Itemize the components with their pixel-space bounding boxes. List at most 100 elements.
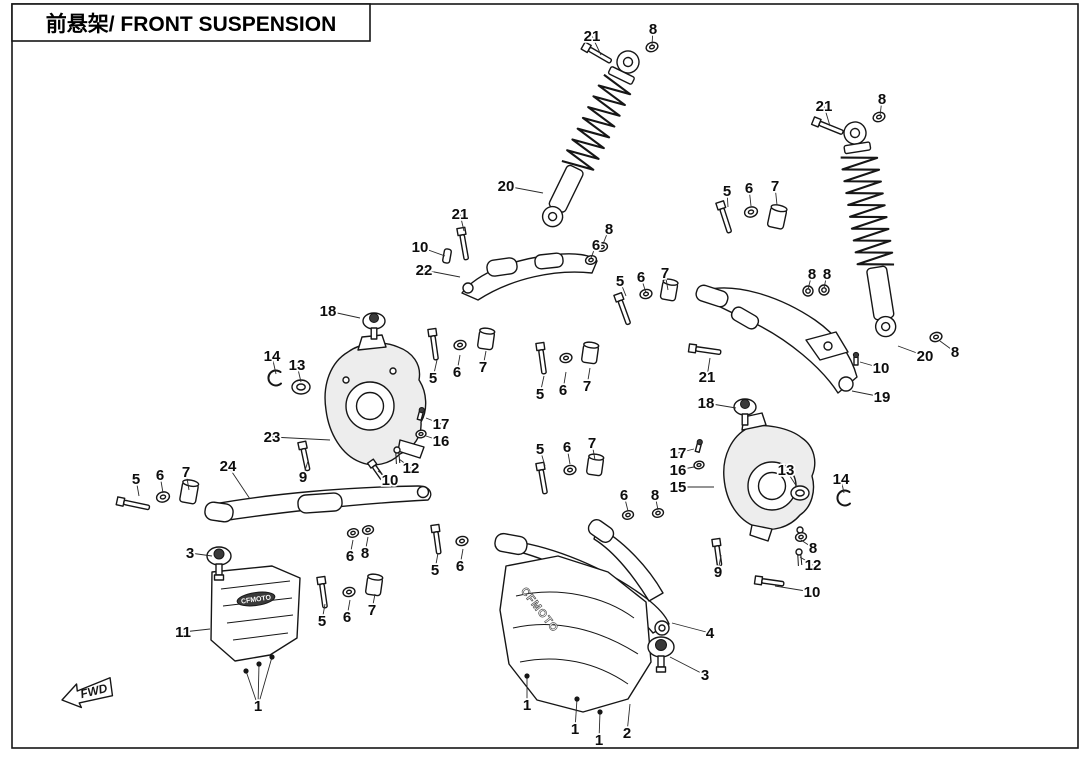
leader-line: [706, 357, 711, 378]
shock-top-eyelet-hole: [622, 56, 634, 68]
callout-5: 5: [536, 441, 544, 458]
leader-line: [245, 670, 259, 707]
washer: [794, 532, 808, 542]
leader-line: [939, 340, 956, 353]
leader-line: [591, 35, 602, 56]
shock-absorber-right: [840, 121, 897, 338]
shock-bottom-eyelet-hole: [547, 211, 558, 222]
mount-hole: [416, 485, 430, 499]
fastener-dot: [269, 654, 275, 660]
leader-line: [897, 345, 926, 357]
ball-stud: [657, 655, 665, 668]
callout-12: 12: [403, 460, 420, 477]
hub-bushing: [291, 379, 311, 395]
leader-line: [677, 466, 695, 471]
washer: [743, 206, 759, 218]
leader-line: [562, 371, 567, 391]
callout-6: 6: [456, 558, 464, 575]
fastener-dot: [524, 673, 530, 679]
ball-joint-upper-left: [362, 312, 386, 340]
hub-bore-inner: [757, 471, 787, 501]
callout-5: 5: [723, 183, 731, 200]
callout-1: 1: [254, 698, 262, 715]
bolt: [715, 200, 732, 234]
fastener-dot: [574, 696, 580, 702]
bolt: [456, 226, 469, 261]
callout-7: 7: [182, 464, 190, 481]
tab-hole: [823, 341, 833, 351]
callout-7: 7: [588, 435, 596, 452]
callout-6: 6: [453, 364, 461, 381]
callout-14: 14: [264, 348, 281, 365]
callout-9: 9: [299, 469, 307, 486]
callout-3: 3: [186, 545, 194, 562]
nut: [802, 285, 814, 297]
bolt: [535, 341, 547, 375]
leader-line: [840, 478, 845, 494]
brand-text: CFMOTO: [241, 594, 272, 605]
leader-line: [586, 367, 591, 387]
callout-7: 7: [771, 178, 779, 195]
bolt: [427, 327, 439, 361]
pivot-sleeve: [730, 306, 760, 330]
leader-line: [456, 354, 461, 373]
callout-13: 13: [289, 357, 306, 374]
arm-tube-section: [297, 492, 343, 514]
washer: [584, 255, 598, 265]
brand-badge-oval: [236, 591, 276, 607]
bolt: [430, 523, 442, 555]
callout-16: 16: [433, 433, 450, 450]
bushing: [659, 278, 679, 302]
washer: [645, 41, 659, 53]
ball-joint-lower-front: [647, 636, 675, 673]
leader-line: [774, 185, 778, 206]
washer: [559, 352, 573, 364]
callout-15: 15: [670, 479, 687, 496]
damper-body: [866, 265, 895, 321]
leader-line: [859, 361, 882, 369]
fwd-arrow-outline: [61, 677, 114, 709]
callout-6: 6: [745, 180, 753, 197]
callout-24: 24: [220, 458, 237, 475]
ball-stud-head: [213, 548, 225, 560]
leader-line: [327, 310, 361, 319]
ball-joint-plate-hole: [658, 624, 666, 632]
leader-line: [346, 599, 351, 618]
ball-stud: [215, 563, 223, 576]
leader-line: [774, 585, 813, 593]
callout-18: 18: [320, 303, 337, 320]
callout-11: 11: [175, 624, 191, 641]
callout-8: 8: [649, 21, 657, 38]
washer: [639, 288, 653, 300]
bolt-hole: [342, 376, 350, 384]
callout-19: 19: [874, 389, 891, 406]
callout-21: 21: [584, 28, 601, 45]
callout-6: 6: [156, 467, 164, 484]
lower-arm-left: [204, 485, 432, 523]
mount-hole: [462, 282, 474, 294]
callout-10: 10: [412, 239, 429, 256]
bushing: [179, 479, 200, 505]
arm-guard-left: CFMOTO: [210, 565, 301, 662]
callout-5: 5: [132, 471, 140, 488]
leader-line: [800, 539, 814, 549]
leader-line: [823, 105, 831, 127]
callout-1: 1: [523, 697, 531, 714]
callout-6: 6: [637, 269, 645, 286]
callout-12: 12: [805, 557, 822, 574]
leader-line: [185, 471, 190, 491]
leader-line: [598, 711, 601, 741]
leader-line: [590, 244, 597, 259]
grease-fitting: [852, 351, 860, 366]
washer: [155, 491, 171, 503]
pivot-sleeve: [486, 257, 518, 277]
callout-17: 17: [670, 445, 687, 462]
steering-arm-tab: [397, 439, 425, 459]
brand-badge: CFMOTO: [236, 591, 276, 607]
lower-tab: [749, 524, 773, 542]
washer: [651, 508, 665, 518]
callout-5: 5: [318, 613, 326, 630]
callout-6: 6: [559, 382, 567, 399]
callout-1: 1: [595, 732, 603, 749]
